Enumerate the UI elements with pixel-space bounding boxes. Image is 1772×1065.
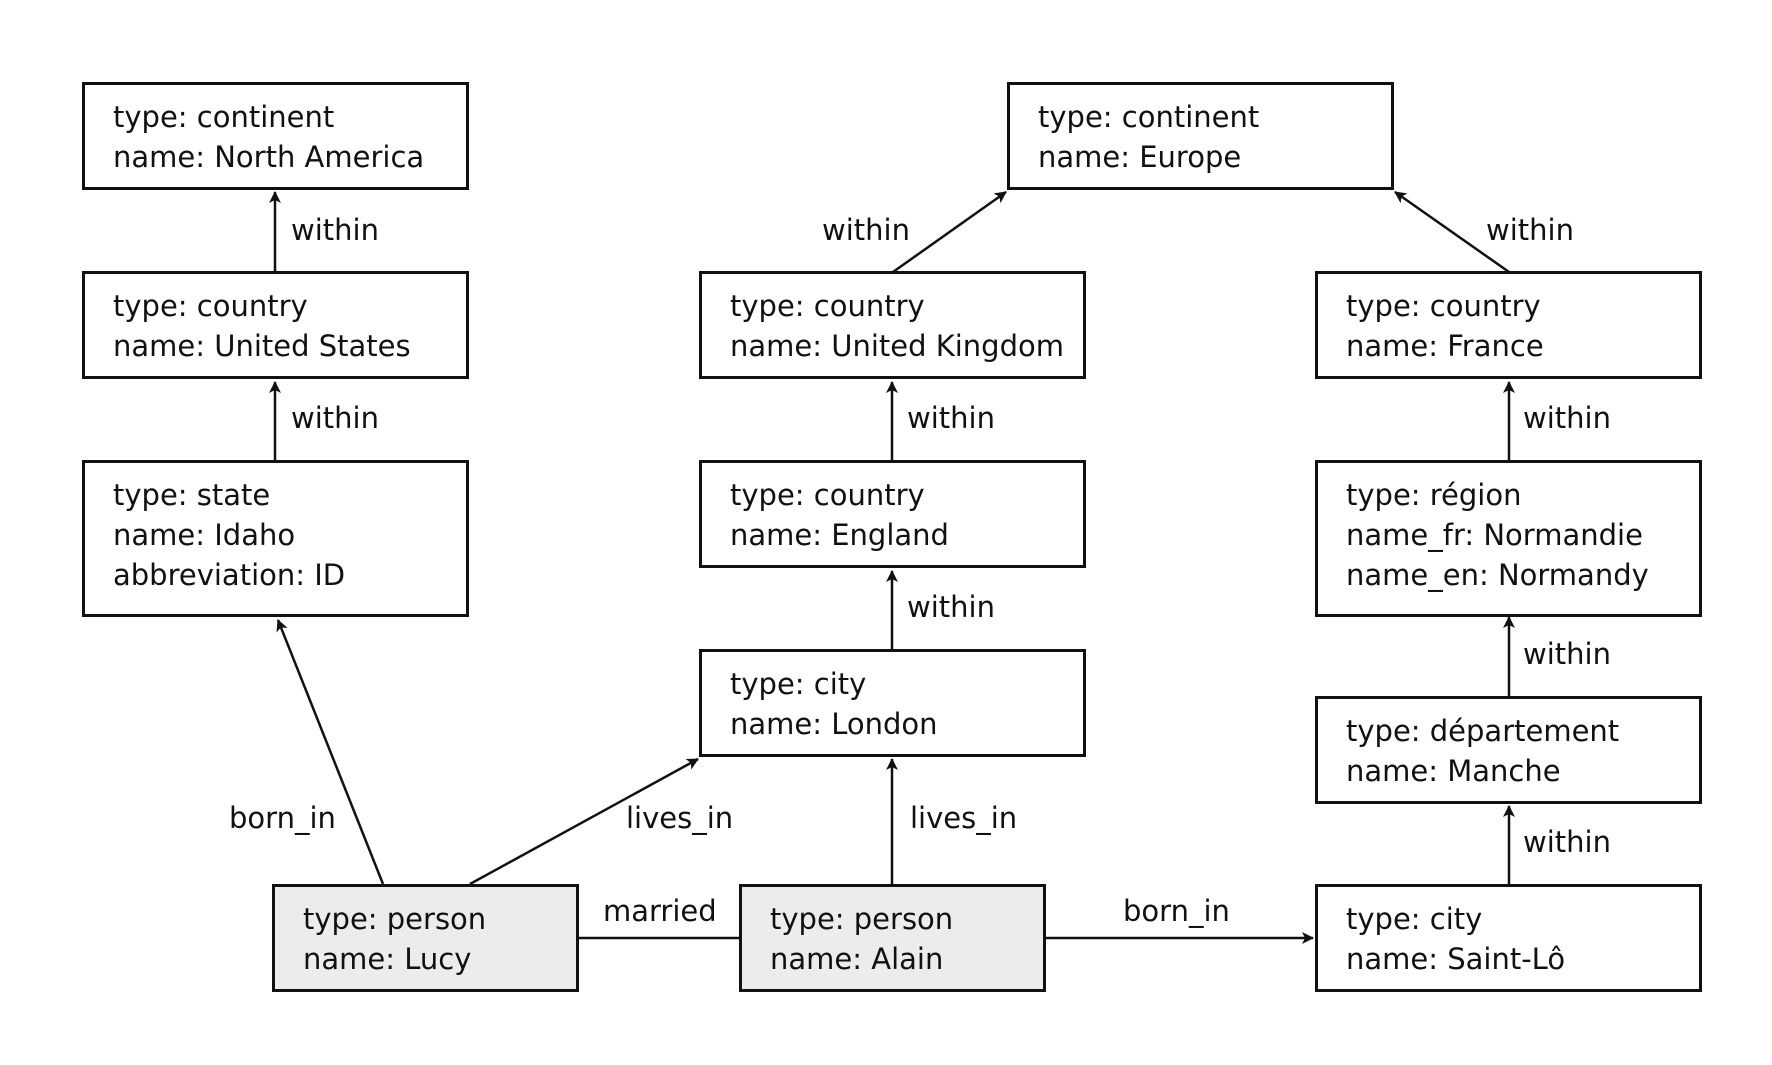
node-line: type: person <box>770 902 954 936</box>
edge-france-within-europe <box>1394 190 1510 274</box>
node-line: name: Manche <box>1346 754 1561 788</box>
edge-label-saintlo-within-manche: within <box>1523 825 1611 859</box>
node-north-america[interactable]: type: continent name: North America <box>82 82 469 190</box>
node-line: name: Europe <box>1038 140 1242 174</box>
edge-lucy-lives-in-london <box>469 757 699 886</box>
node-line: name: France <box>1346 329 1544 363</box>
edge-label-lucy-married-alain: married <box>603 894 717 928</box>
node-line: name: United States <box>113 329 411 363</box>
node-line: type: city <box>1346 902 1483 936</box>
edge-label-france-within-europe: within <box>1486 213 1574 247</box>
node-europe[interactable]: type: continent name: Europe <box>1007 82 1394 190</box>
node-line: type: continent <box>113 100 335 134</box>
node-line: type: country <box>730 478 925 512</box>
node-line: name_en: Normandy <box>1346 558 1649 592</box>
node-line: name: Saint-Lô <box>1346 942 1566 976</box>
node-england[interactable]: type: country name: England <box>699 460 1086 568</box>
node-london[interactable]: type: city name: London <box>699 649 1086 757</box>
edge-label-alain-lives-in-london: lives_in <box>910 801 1018 835</box>
node-manche[interactable]: type: département name: Manche <box>1315 696 1702 804</box>
edge-label-us-within-na: within <box>291 213 379 247</box>
node-line: abbreviation: ID <box>113 558 346 592</box>
node-line: type: country <box>113 289 308 323</box>
node-normandie[interactable]: type: région name_fr: Normandie name_en:… <box>1315 460 1702 617</box>
node-line: name: Idaho <box>113 518 296 552</box>
node-united-kingdom[interactable]: type: country name: United Kingdom <box>699 271 1086 379</box>
node-line: name: North America <box>113 140 425 174</box>
node-line: type: continent <box>1038 100 1260 134</box>
node-line: type: person <box>303 902 487 936</box>
edge-label-normandie-within-france: within <box>1523 401 1611 435</box>
node-alain[interactable]: type: person name: Alain <box>739 884 1046 992</box>
node-line: type: city <box>730 667 867 701</box>
node-line: type: country <box>730 289 925 323</box>
edge-label-england-within-uk: within <box>907 401 995 435</box>
node-line: name: United Kingdom <box>730 329 1064 363</box>
node-line: name: Alain <box>770 942 944 976</box>
node-line: name: London <box>730 707 938 741</box>
edge-label-alain-born-in-saintlo: born_in <box>1123 894 1230 928</box>
node-united-states[interactable]: type: country name: United States <box>82 271 469 379</box>
edge-label-london-within-england: within <box>907 590 995 624</box>
node-lucy[interactable]: type: person name: Lucy <box>272 884 579 992</box>
edge-label-lucy-born-in-idaho: born_in <box>229 801 336 835</box>
node-line: name: England <box>730 518 949 552</box>
node-line: name: Lucy <box>303 942 472 976</box>
node-line: type: département <box>1346 714 1620 748</box>
edge-label-idaho-within-us: within <box>291 401 379 435</box>
edge-label-manche-within-normandie: within <box>1523 637 1611 671</box>
edge-uk-within-europe <box>892 190 1007 274</box>
node-line: name_fr: Normandie <box>1346 518 1643 552</box>
edge-lucy-born-in-idaho <box>276 619 385 885</box>
node-saint-lo[interactable]: type: city name: Saint-Lô <box>1315 884 1702 992</box>
node-france[interactable]: type: country name: France <box>1315 271 1702 379</box>
node-line: type: state <box>113 478 271 512</box>
edge-label-lucy-lives-in-london: lives_in <box>626 801 734 835</box>
node-line: type: région <box>1346 478 1522 512</box>
edge-label-uk-within-europe: within <box>822 213 910 247</box>
node-idaho[interactable]: type: state name: Idaho abbreviation: ID <box>82 460 469 617</box>
node-line: type: country <box>1346 289 1541 323</box>
